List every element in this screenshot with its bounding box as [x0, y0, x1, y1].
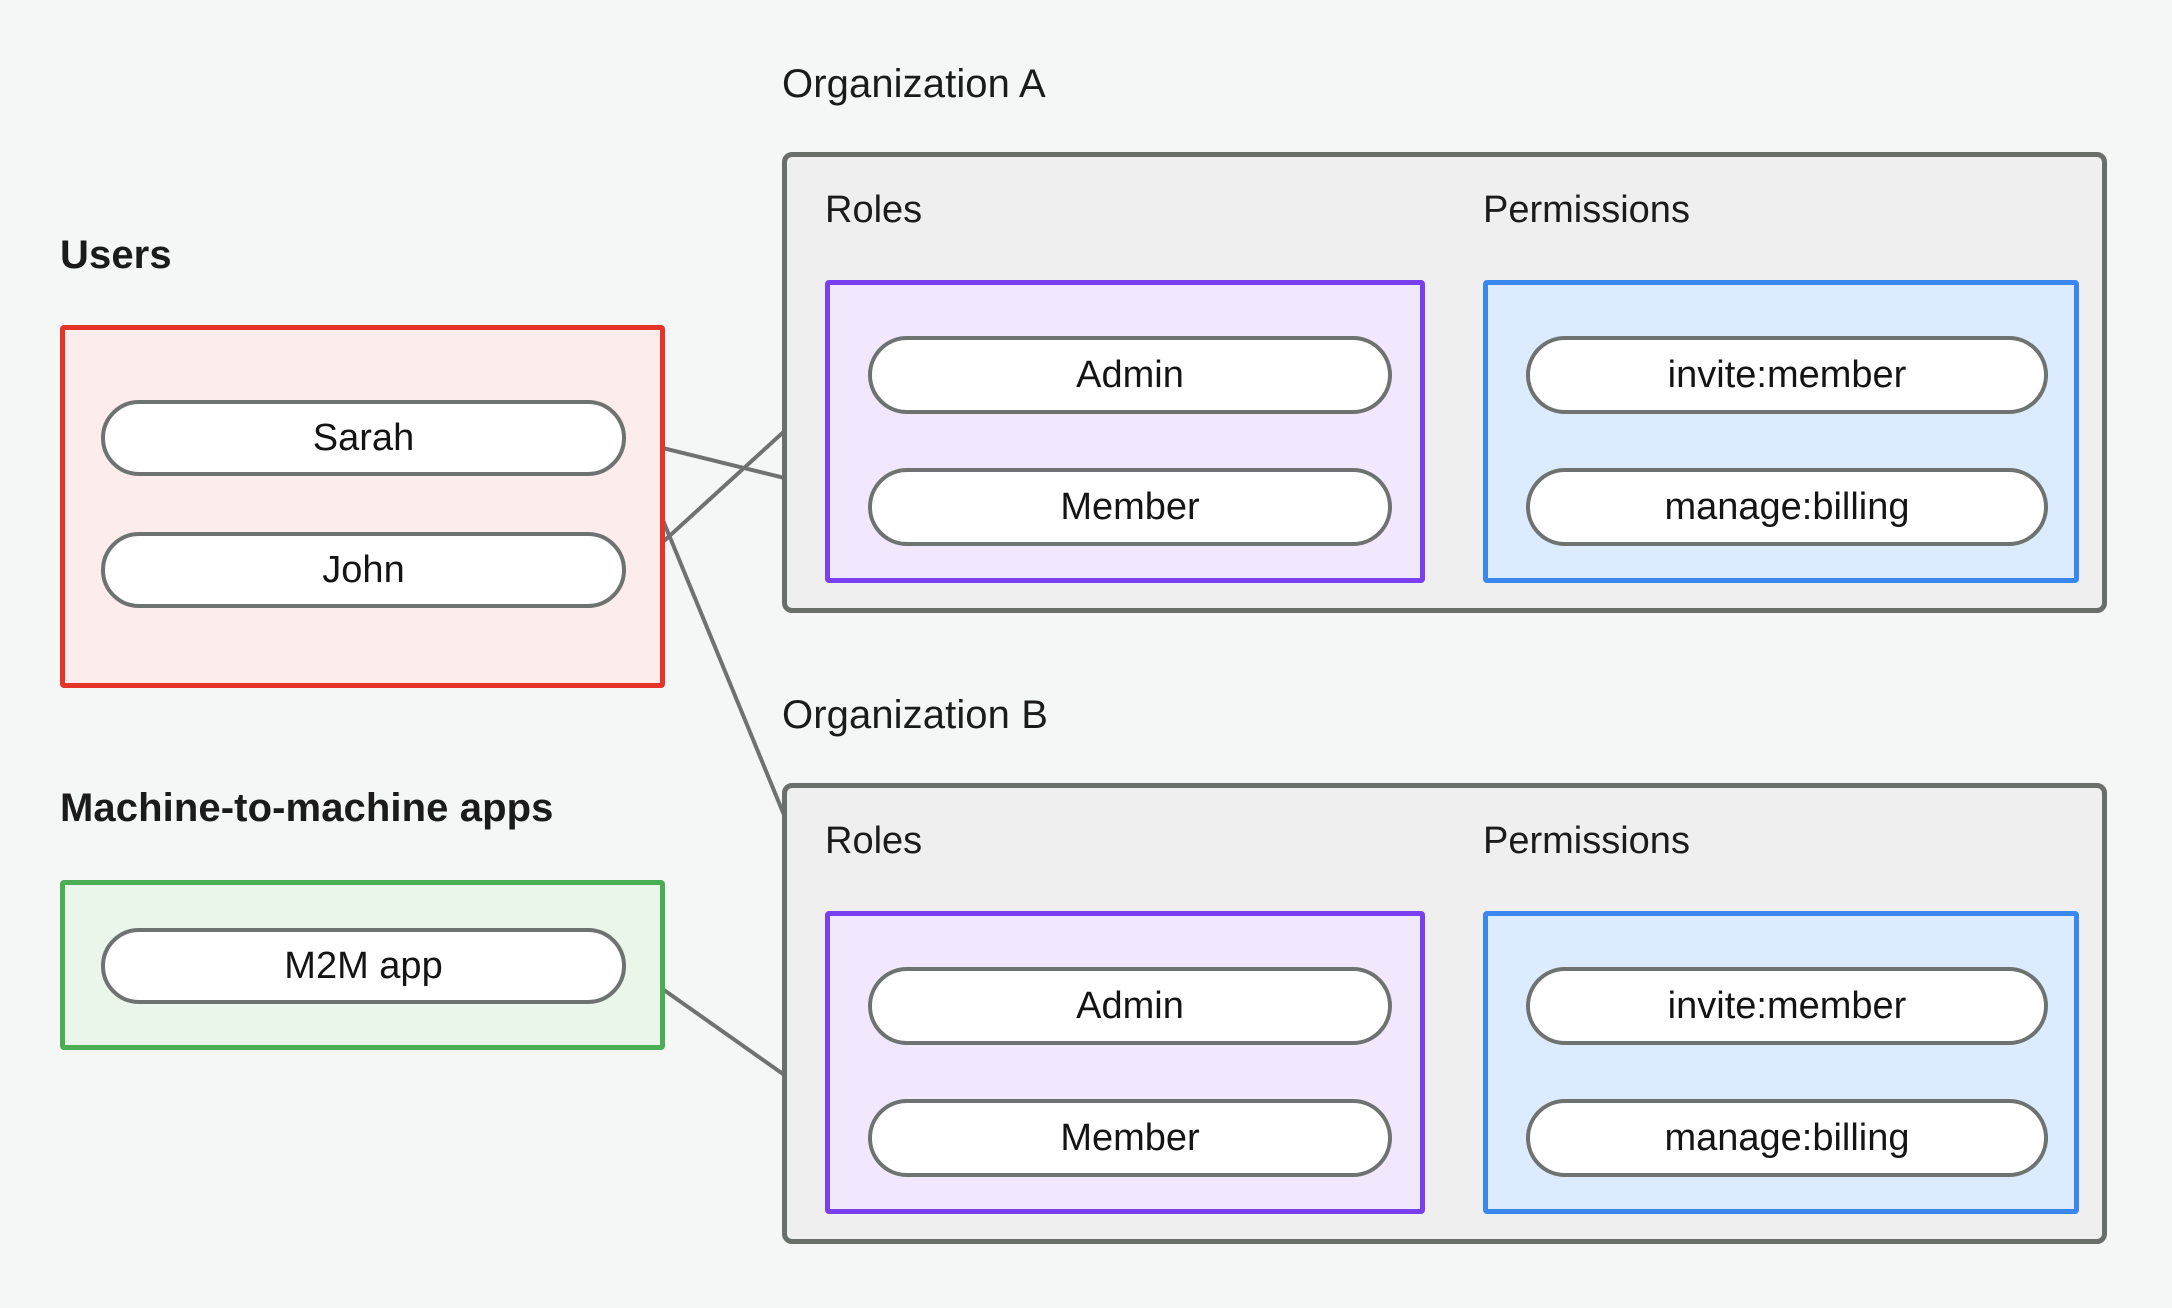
node-org-b-invite-member[interactable]: invite:member	[1526, 967, 2048, 1045]
org-b-container: Roles Permissions Admin Member invite:me…	[782, 783, 2107, 1244]
org-b-roles-label: Roles	[825, 820, 923, 862]
org-a-permissions-box: invite:member manage:billing	[1483, 280, 2079, 583]
node-org-a-member[interactable]: Member	[868, 468, 1392, 546]
org-a-title: Organization A	[782, 62, 1046, 106]
users-group-box: Sarah John	[60, 325, 665, 688]
node-sarah[interactable]: Sarah	[101, 400, 626, 476]
org-a-roles-label: Roles	[825, 189, 923, 231]
org-a-permissions-label: Permissions	[1483, 189, 1690, 231]
node-org-a-invite-member[interactable]: invite:member	[1526, 336, 2048, 414]
org-b-permissions-label: Permissions	[1483, 820, 1690, 862]
org-a-roles-box: Admin Member	[825, 280, 1425, 583]
org-b-permissions-box: invite:member manage:billing	[1483, 911, 2079, 1214]
users-group-label: Users	[60, 233, 172, 277]
node-org-b-admin[interactable]: Admin	[868, 967, 1392, 1045]
org-b-title: Organization B	[782, 693, 1048, 737]
node-org-b-manage-billing[interactable]: manage:billing	[1526, 1099, 2048, 1177]
node-john[interactable]: John	[101, 532, 626, 608]
node-m2m-app[interactable]: M2M app	[101, 928, 626, 1004]
node-org-a-manage-billing[interactable]: manage:billing	[1526, 468, 2048, 546]
org-a-container: Roles Permissions Admin Member invite:me…	[782, 152, 2107, 613]
m2m-group-label: Machine-to-machine apps	[60, 786, 554, 830]
node-org-b-member[interactable]: Member	[868, 1099, 1392, 1177]
m2m-group-box: M2M app	[60, 880, 665, 1050]
node-org-a-admin[interactable]: Admin	[868, 336, 1392, 414]
org-b-roles-box: Admin Member	[825, 911, 1425, 1214]
